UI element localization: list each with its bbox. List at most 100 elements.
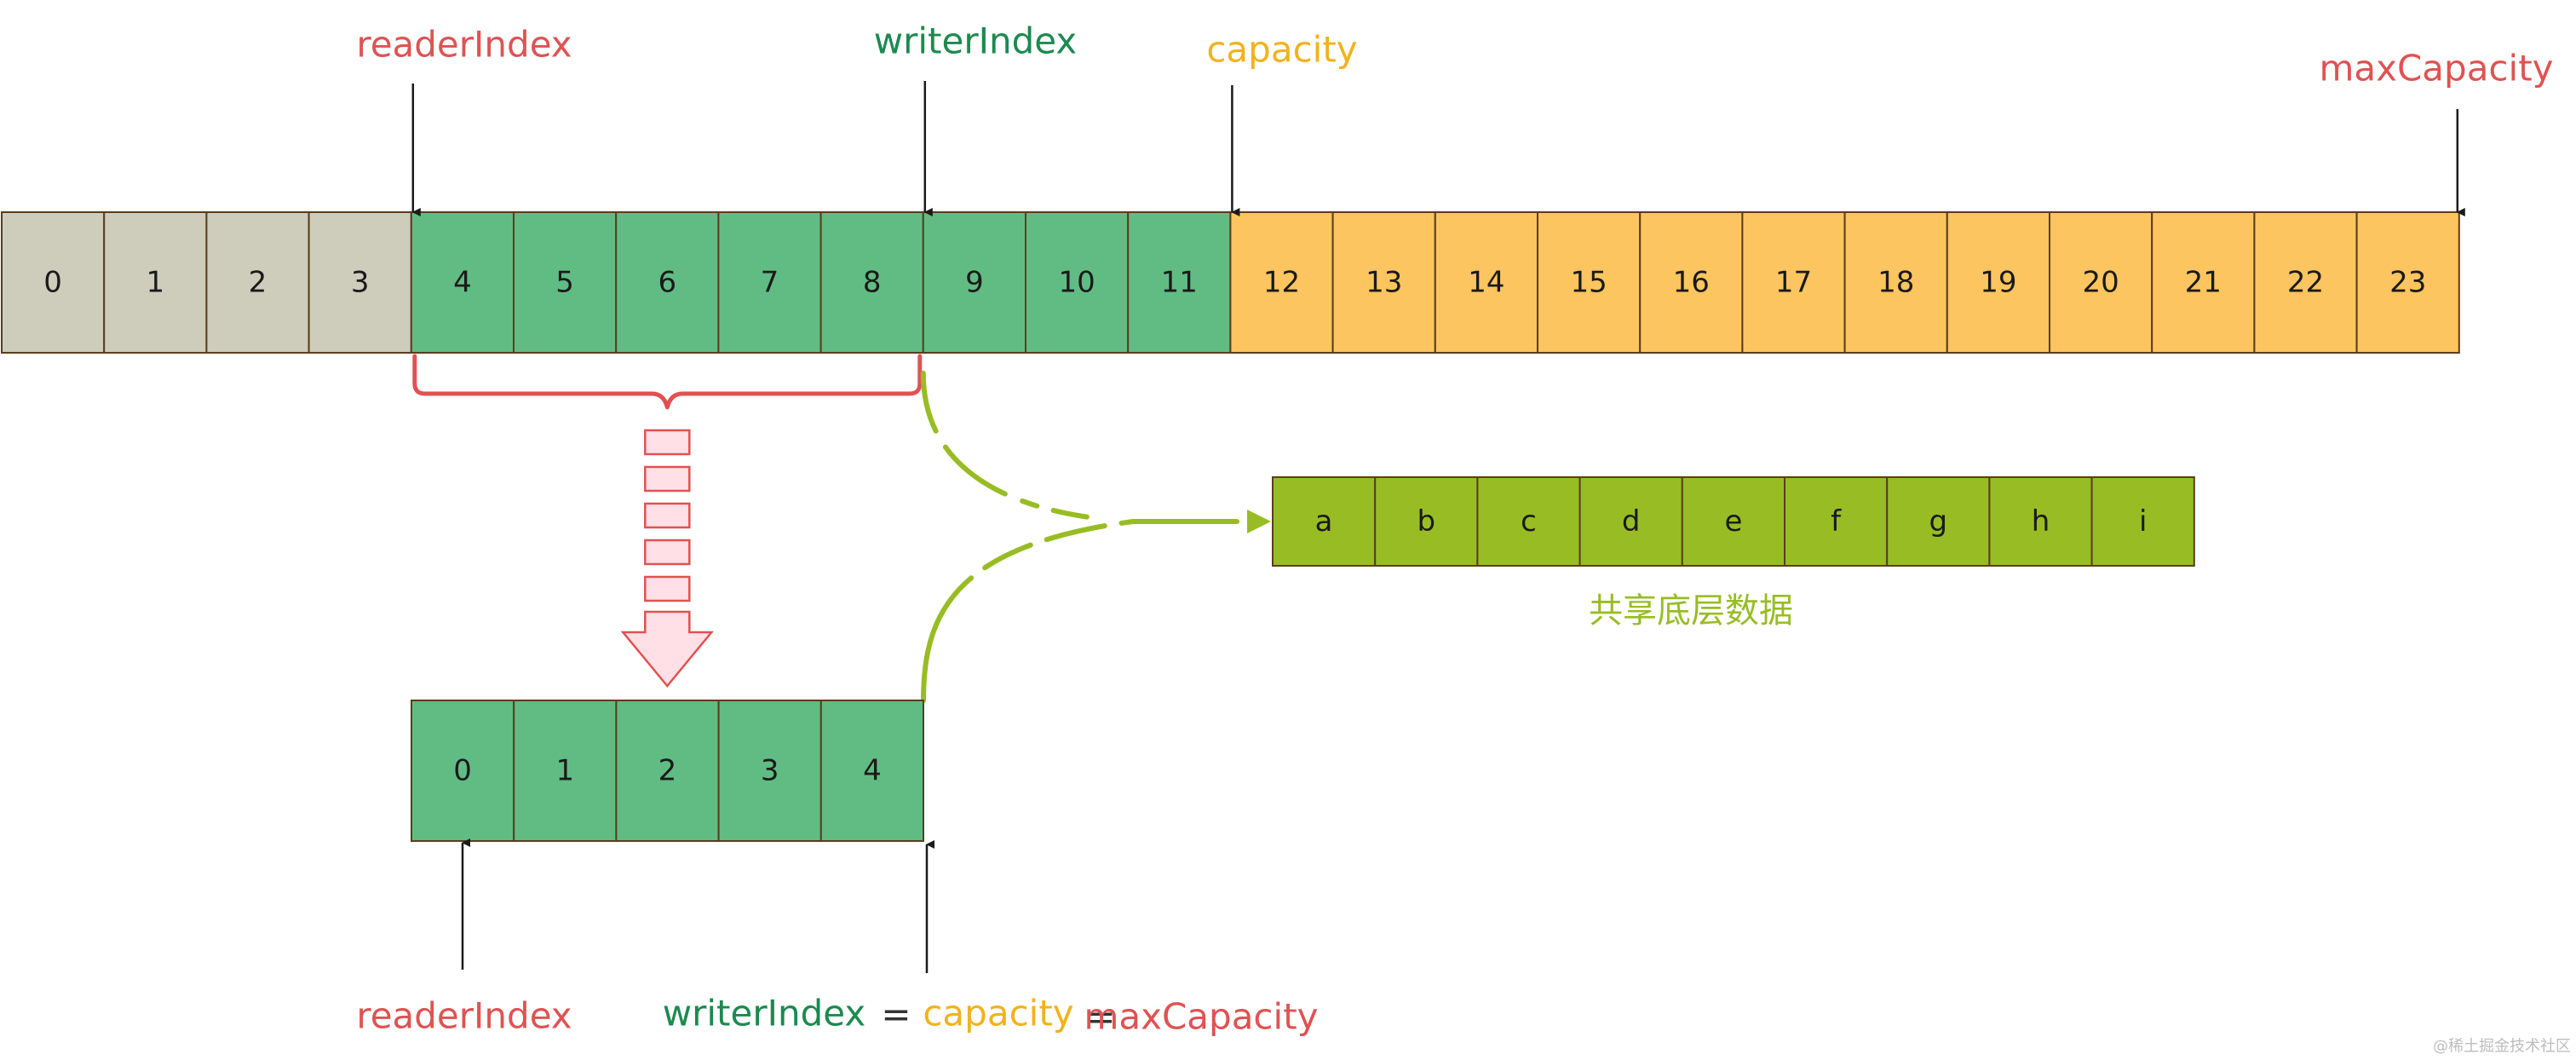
buffer-cell-index: 20 (2082, 266, 2119, 300)
buffer-cell (410, 211, 515, 354)
shared-link-curve-top (920, 371, 1239, 524)
shared-data-buffer: a b c d e f g h i (1272, 476, 2195, 567)
capacity-label: capacity (1206, 29, 1357, 71)
buffer-cell (2253, 211, 2358, 354)
buffer-cell (615, 211, 720, 354)
buffer-cell-index: 5 (555, 266, 574, 300)
buffer-cell (1127, 211, 1232, 354)
slice-cell (513, 700, 618, 842)
slice-cell-index: 1 (555, 754, 574, 788)
equals-sign: = (881, 994, 911, 1035)
shared-cell (1272, 476, 1377, 567)
shared-cell-value: f (1831, 504, 1842, 539)
slice-cell (411, 700, 515, 842)
shared-cell-value: g (1929, 504, 1948, 539)
buffer-cell (308, 211, 412, 354)
shared-cell-value: b (1417, 504, 1436, 539)
buffer-cell-index: 12 (1263, 266, 1300, 300)
buffer-cell-index: 1 (146, 266, 164, 300)
buffer-cell-index: 11 (1161, 266, 1198, 300)
buffer-cell (513, 211, 618, 354)
buffer-cell (2355, 211, 2460, 354)
buffer-cell-index: 7 (761, 266, 779, 300)
buffer-cell (2151, 211, 2256, 354)
buffer-cell (205, 211, 310, 354)
shared-data-caption: 共享底层数据 (1589, 591, 1793, 631)
slice-cell (717, 700, 822, 842)
buffer-cell (1, 211, 106, 354)
buffer-cell (1639, 211, 1744, 354)
shared-cell (1374, 476, 1479, 567)
buffer-cell-index: 23 (2389, 266, 2426, 300)
buffer-cell-index: 10 (1058, 266, 1095, 300)
shared-cell-value: h (2032, 504, 2050, 539)
buffer-cell-index: 19 (1980, 266, 2016, 300)
top-index-labels: readerIndex writerIndex capacity maxCapa… (356, 20, 2553, 89)
max-capacity-label: maxCapacity (2319, 48, 2553, 89)
buffer-cell-index: 0 (43, 266, 62, 300)
buffer-cell-index: 17 (1775, 266, 1812, 300)
shared-cell-value: i (2139, 504, 2147, 539)
buffer-cell-index: 22 (2287, 266, 2324, 300)
shared-cell-value: d (1622, 504, 1641, 539)
arrow-segment (644, 429, 691, 456)
buffer-cell (1741, 211, 1846, 354)
shared-cell (1578, 476, 1683, 567)
buffer-cell-index: 2 (249, 266, 267, 300)
shared-cell (1476, 476, 1581, 567)
shared-cell-value: c (1521, 504, 1537, 539)
buffer-cell (103, 211, 208, 354)
buffer-cell-index: 13 (1366, 266, 1402, 300)
buffer-cell-index: 9 (965, 266, 984, 300)
buffer-cell (922, 211, 1027, 354)
slice-cell-index: 2 (658, 754, 677, 788)
slice-range-bracket (412, 354, 923, 410)
buffer-cell (1229, 211, 1334, 354)
arrow-segment (644, 502, 691, 529)
buffer-cell (1946, 211, 2051, 354)
arrow-segment (644, 539, 691, 566)
shared-cell (2090, 476, 2195, 567)
slice-cell (819, 700, 924, 842)
shared-cell (1681, 476, 1786, 567)
reader-index-label: readerIndex (356, 24, 572, 66)
shared-cell-value: a (1315, 504, 1333, 539)
arrow-head (620, 610, 714, 688)
buffer-cell-index: 15 (1570, 266, 1607, 300)
slice-cell-index: 3 (761, 754, 779, 788)
shared-cell (1886, 476, 1991, 567)
writer-index-label: writerIndex (874, 20, 1078, 62)
buffer-cell-index: 21 (2185, 266, 2222, 300)
shared-cell (1784, 476, 1889, 567)
buffer-cell-index: 4 (453, 266, 472, 300)
slice-cell-index: 0 (453, 754, 472, 788)
slice-cell (615, 700, 720, 842)
buffer-cell-index: 8 (863, 266, 882, 300)
equals-sign: = (1085, 996, 1115, 1038)
bottom-pointer-arrows (461, 838, 934, 973)
buffer-cell (1331, 211, 1436, 354)
slice-capacity-label: capacity (923, 993, 1073, 1034)
shared-cell-value: e (1724, 504, 1742, 539)
slice-reader-index-label: readerIndex (356, 995, 572, 1037)
buffer-cell-index: 14 (1468, 266, 1504, 300)
shared-link-curve-bottom (921, 519, 1239, 703)
buffer-cell (1537, 211, 1642, 354)
arrow-segment (644, 575, 691, 602)
buffer-cell-index: 18 (1877, 266, 1914, 300)
bottom-index-labels: readerIndex writerIndex = capacity = max… (356, 993, 1318, 1038)
buffer-cell-index: 3 (351, 266, 370, 300)
buffer-cell (2049, 211, 2153, 354)
slice-buffer: 0 1 2 3 4 (411, 700, 924, 842)
slice-max-capacity-label: maxCapacity (1084, 996, 1318, 1038)
buffer-cell (717, 211, 822, 354)
buffer-cell (1843, 211, 1948, 354)
watermark: @稀土掘金技术社区 (2433, 1038, 2571, 1056)
arrow-segment (644, 465, 691, 493)
buffer-cell (819, 211, 924, 354)
buffer-cell-index: 16 (1673, 266, 1710, 300)
top-pointer-arrows (411, 81, 2465, 216)
slice-cell-index: 4 (863, 754, 882, 788)
